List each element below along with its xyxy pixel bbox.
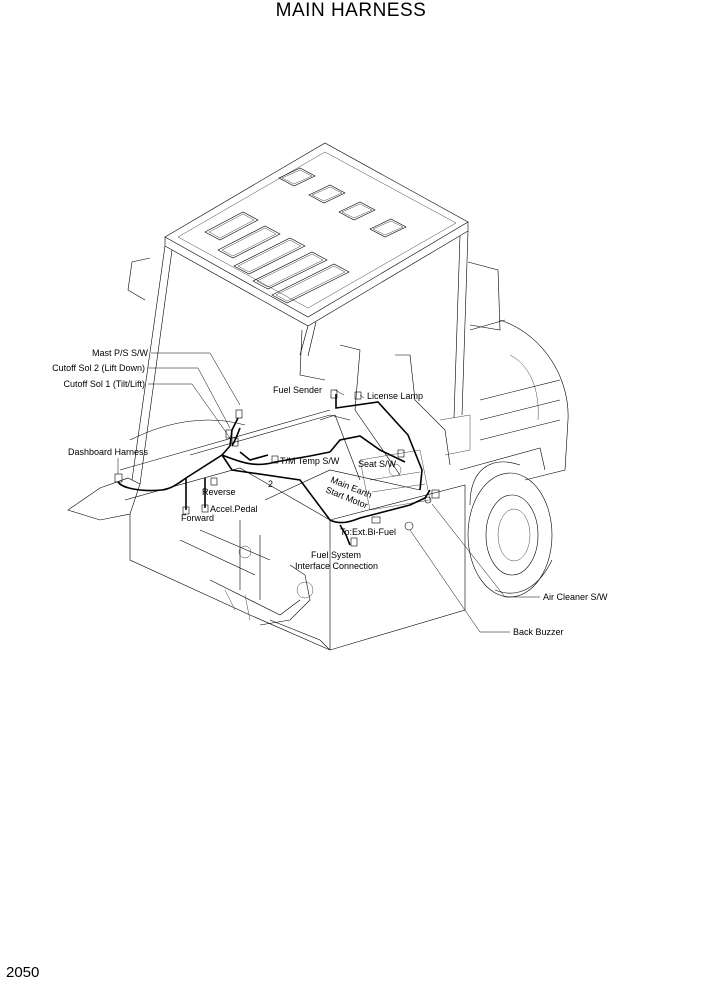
leader-lines xyxy=(117,352,540,633)
roof-slots-front xyxy=(278,167,407,238)
label-forward: Forward xyxy=(181,513,214,523)
label-fuel-system: Fuel System xyxy=(311,550,361,560)
label-fuel-sender: Fuel Sender xyxy=(273,385,322,395)
page-title: MAIN HARNESS xyxy=(275,0,427,21)
callout-number-2: 2 xyxy=(268,479,273,489)
roof-slots-rear xyxy=(204,211,350,304)
label-back-buzzer: Back Buzzer xyxy=(513,627,564,637)
label-license-lamp: License Lamp xyxy=(367,391,423,401)
label-cutoff-sol-2: Cutoff Sol 2 (Lift Down) xyxy=(52,363,145,373)
page-number: 2050 xyxy=(6,964,40,981)
label-air-cleaner-sw: Air Cleaner S/W xyxy=(543,592,608,602)
guard-pillars xyxy=(127,230,501,485)
label-seat-sw: Seat S/W xyxy=(358,459,397,469)
label-tm-temp-sw: T/M Temp S/W xyxy=(280,456,340,466)
label-dashboard-harness: Dashboard Harness xyxy=(68,447,149,457)
label-to-ext-bi-fuel: To:Ext.Bi-Fuel xyxy=(340,527,396,537)
label-reverse: Reverse xyxy=(202,487,236,497)
counterweight-body xyxy=(459,319,569,598)
label-interface-connection: Interface Connection xyxy=(295,561,378,571)
overhead-guard xyxy=(164,142,469,327)
label-accel-pedal: Accel.Pedal xyxy=(210,504,258,514)
connectors xyxy=(114,389,440,547)
label-cutoff-sol-1: Cutoff Sol 1 (Tilt/Lift) xyxy=(63,379,145,389)
harness-wiring xyxy=(117,394,431,546)
label-mast-ps-sw: Mast P/S S/W xyxy=(92,348,149,358)
callout-labels: Mast P/S S/W Cutoff Sol 2 (Lift Down) Cu… xyxy=(52,348,608,637)
